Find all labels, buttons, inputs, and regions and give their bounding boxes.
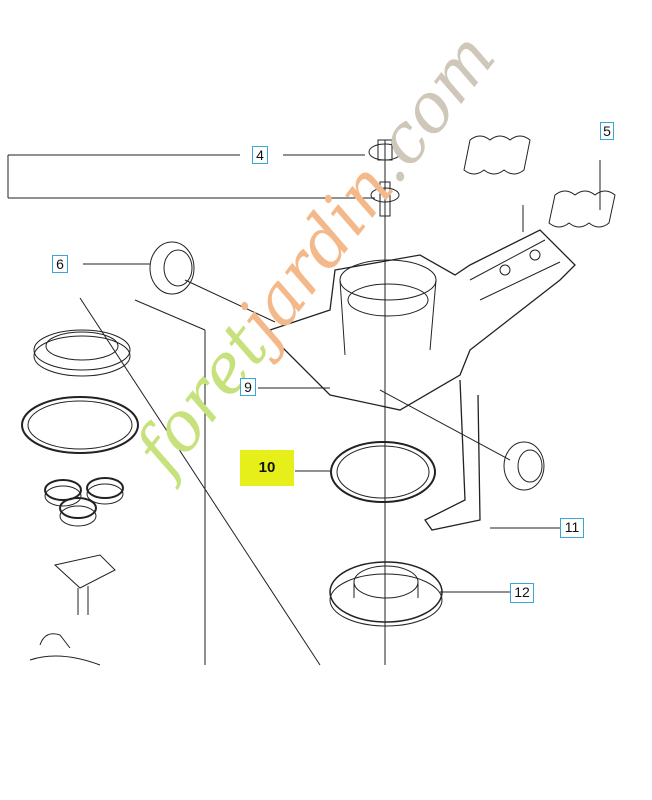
lock-ring-part: [33, 329, 131, 377]
callout-9: 9: [240, 378, 256, 396]
planet-carrier-part: [29, 554, 116, 666]
bearing-ring-part-12: [329, 561, 443, 627]
bushing-part-6: [149, 241, 195, 295]
wire-bracket-part-11: [424, 379, 481, 531]
reference-lines: [7, 140, 601, 666]
callout-4: 4: [252, 146, 268, 164]
coupling-part-4: [368, 139, 402, 217]
spring-part-left: [463, 135, 531, 175]
bushing-part-right: [503, 441, 545, 491]
callout-6: 6: [52, 255, 68, 273]
o-ring-part-10: [330, 441, 436, 503]
callout-11: 11: [560, 518, 584, 538]
gear-housing-part-9: [268, 229, 576, 411]
planet-gears-part: [44, 477, 124, 527]
callout-12: 12: [510, 583, 534, 603]
callout-10-highlighted: 10: [240, 450, 294, 486]
callout-5: 5: [600, 122, 614, 140]
left-o-ring-part: [21, 396, 139, 454]
spring-part-right: [548, 190, 616, 228]
